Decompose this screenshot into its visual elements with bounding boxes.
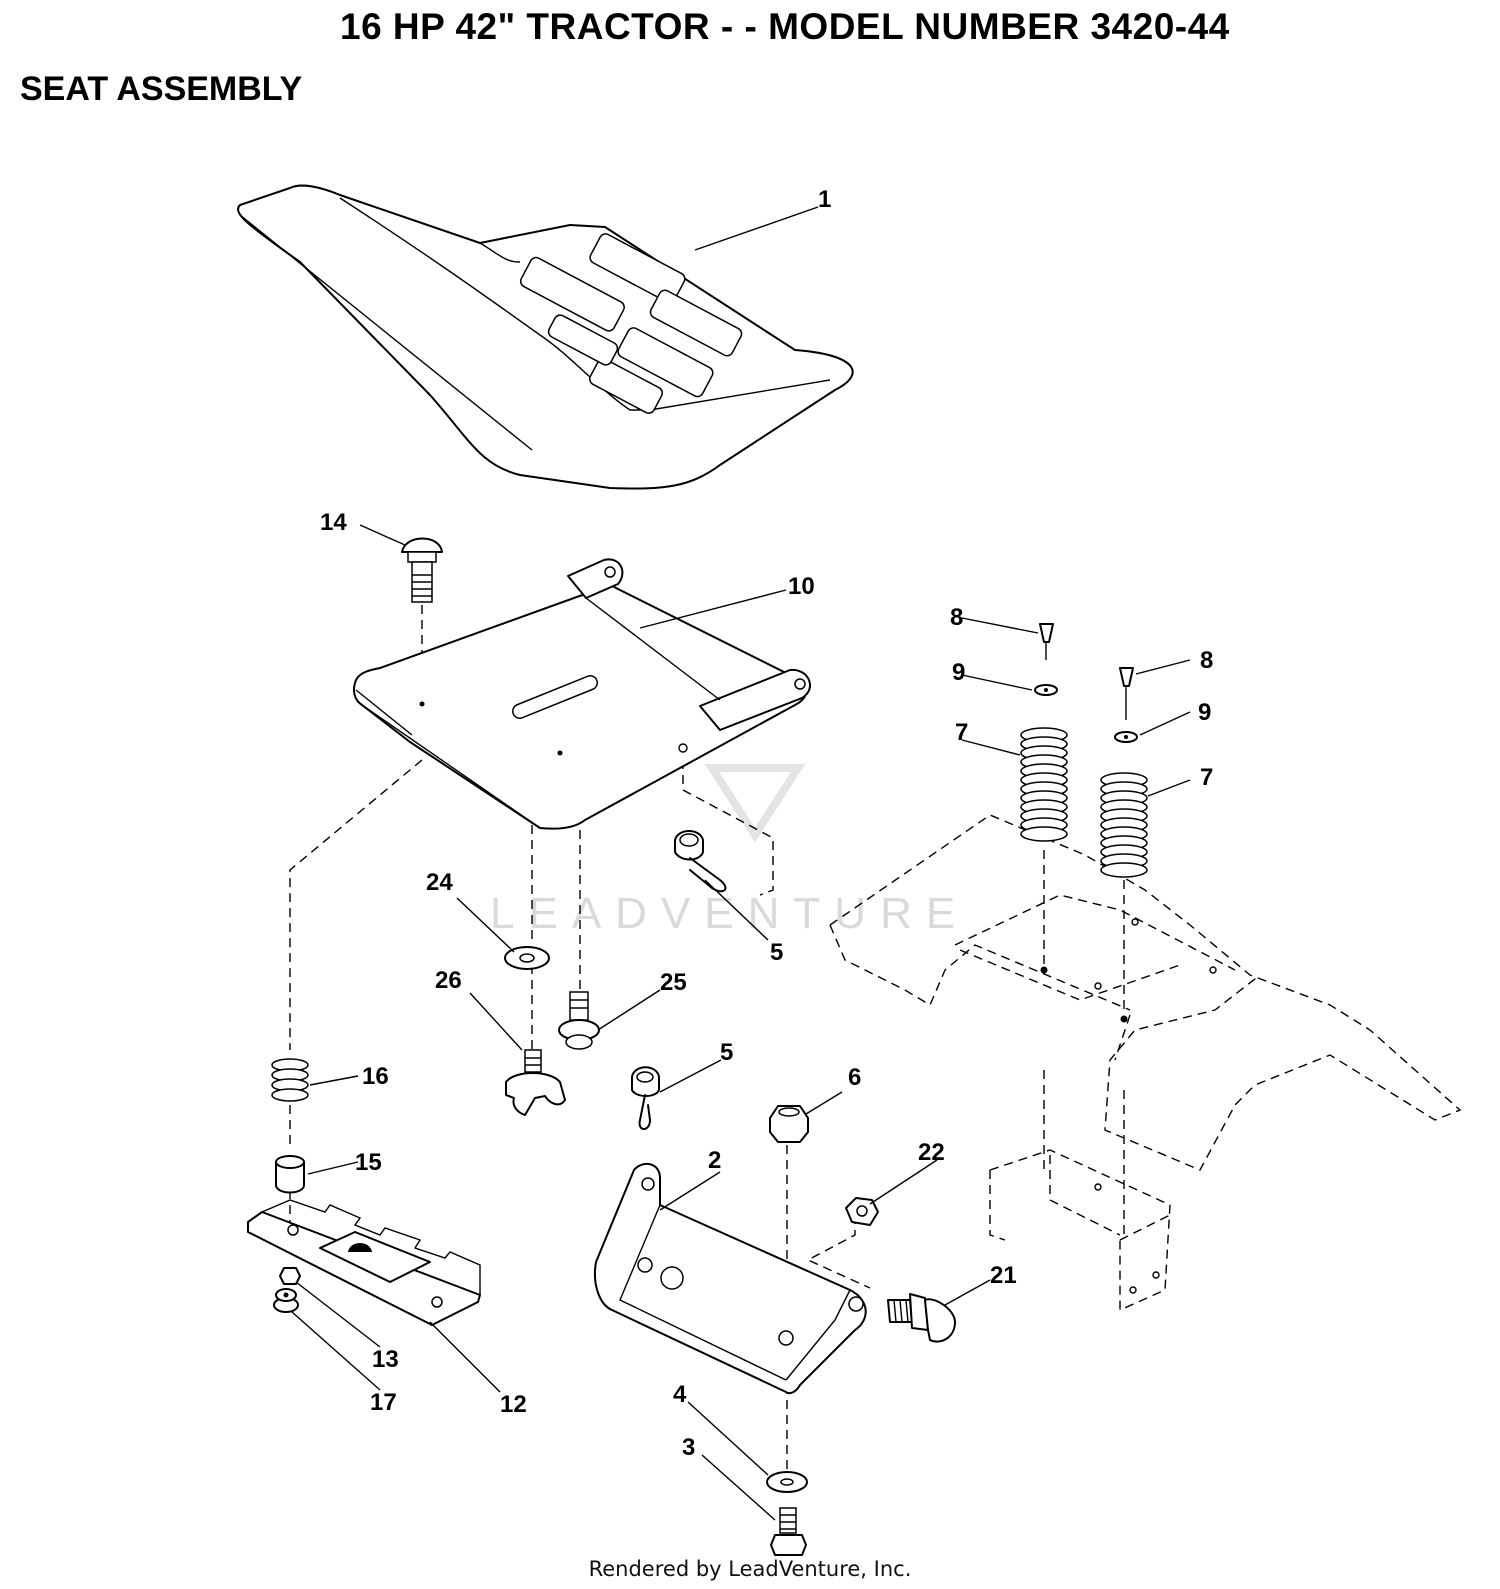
- callout-2: 2: [708, 1147, 721, 1174]
- spring-clip-lower: [631, 1066, 660, 1130]
- shoulder-bolt-25: [558, 991, 600, 1050]
- callout-26: 26: [435, 967, 462, 994]
- callout-15: 15: [355, 1149, 382, 1176]
- callout-17: 17: [370, 1389, 397, 1416]
- callout-8-right: 8: [1200, 647, 1213, 674]
- callout-13: 13: [372, 1346, 399, 1373]
- spring-clip-upper: [674, 830, 727, 893]
- callout-9-right: 9: [1198, 699, 1211, 726]
- callout-5-lower: 5: [720, 1039, 733, 1066]
- carriage-bolt: [401, 537, 443, 603]
- lock-nut-6: [769, 1105, 809, 1143]
- callout-16: 16: [362, 1063, 389, 1090]
- callout-4: 4: [673, 1381, 687, 1408]
- callout-22: 22: [918, 1139, 945, 1166]
- callout-5-upper: 5: [770, 939, 783, 966]
- callout-24: 24: [426, 869, 453, 896]
- callout-14: 14: [320, 509, 347, 536]
- callout-6: 6: [848, 1064, 861, 1091]
- callout-8-left: 8: [950, 604, 963, 631]
- seat-spring-right: [1100, 667, 1148, 878]
- compression-spring-16: [271, 1058, 309, 1102]
- callout-10: 10: [788, 573, 815, 600]
- callout-25: 25: [660, 969, 687, 996]
- callout-labels: 1 2 3 4 5 5 6 7 7 8 8 9 9 10 12 13 14 15…: [320, 186, 1213, 1461]
- footer-credit: Rendered by LeadVenture, Inc.: [588, 1557, 912, 1581]
- callout-9-left: 9: [952, 659, 965, 686]
- flange-nut-17: [273, 1288, 299, 1313]
- callout-1: 1: [818, 186, 831, 213]
- section-title: SEAT ASSEMBLY: [20, 70, 303, 108]
- callout-12: 12: [500, 1391, 527, 1418]
- watermark-text: LEADVENTURE: [490, 889, 969, 938]
- callout-7-right: 7: [1200, 764, 1213, 791]
- flat-washer-4: [766, 1471, 808, 1493]
- hex-nut-22: [845, 1197, 879, 1226]
- hex-nut-13: [279, 1267, 301, 1285]
- seat-spring-left: [1020, 623, 1068, 842]
- callout-3: 3: [682, 1434, 695, 1461]
- adjustment-knob: [505, 1049, 566, 1116]
- callout-leaders: [291, 206, 1191, 1521]
- seat-pivot-bracket: [594, 1162, 867, 1395]
- seat-slide-bracket: [247, 1199, 481, 1326]
- hex-bolt-3: [770, 1507, 807, 1556]
- callout-7-left: 7: [955, 719, 968, 746]
- spacer-15: [275, 1155, 305, 1194]
- seat: [237, 184, 854, 490]
- callout-21: 21: [990, 1262, 1017, 1289]
- page-title: 16 HP 42" TRACTOR - - MODEL NUMBER 3420-…: [340, 6, 1230, 47]
- flat-washer-24: [504, 946, 550, 970]
- seat-pan: [353, 558, 811, 830]
- tractor-frame-outline: [829, 814, 1462, 1312]
- shoulder-bolt-21: [887, 1293, 956, 1343]
